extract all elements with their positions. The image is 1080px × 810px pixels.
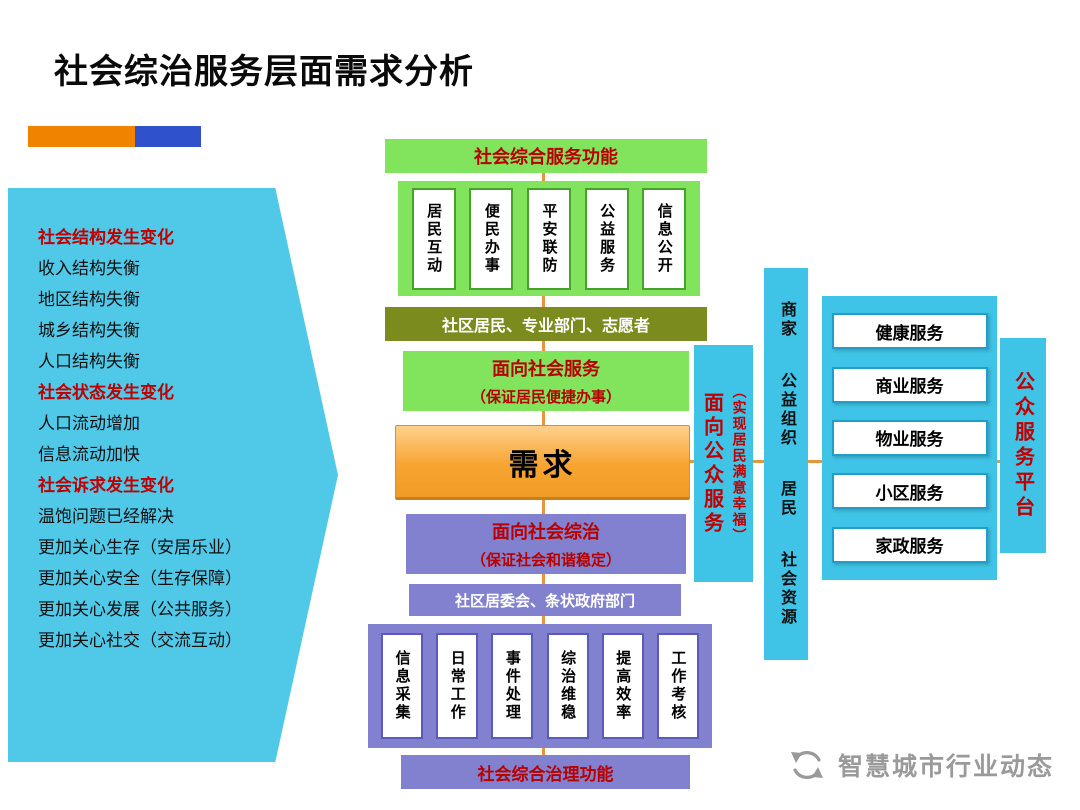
cause-item: 地区结构失衡: [38, 290, 140, 309]
governance-function-box: 信息采集: [381, 633, 424, 739]
watermark: 智慧城市行业动态: [786, 744, 1054, 786]
cause-item: 温饱问题已经解决: [38, 507, 174, 526]
public-service-strip: 面向公众服务 （实现居民满意幸福）: [694, 345, 753, 582]
public-service-box: 健康服务: [831, 313, 988, 350]
governance-function-header: 社会综合治理功能: [401, 755, 690, 789]
cause-item: 更加关心社交（交流互动）: [38, 631, 242, 650]
cause-item: 城乡结构失衡: [38, 321, 140, 340]
cause-item: 更加关心发展（公共服务）: [38, 600, 242, 619]
page-title: 社会综治服务层面需求分析: [54, 53, 474, 91]
governance-function-box: 事件处理: [491, 633, 534, 739]
service-function-box: 居民互动: [411, 187, 456, 290]
participants-strip: 商家 公益组织 居民 社会资源: [764, 268, 808, 660]
participant-label: 商家: [778, 300, 795, 339]
governance-function-box: 工作考核: [656, 633, 699, 739]
governance-box: 面向社会综治 （保证社会和谐稳定）: [406, 514, 686, 574]
public-service-box: 家政服务: [831, 526, 988, 563]
service-function-box: 平安联防: [526, 187, 571, 290]
cause-item: 更加关心安全（生存保障）: [38, 569, 242, 588]
service-functions-group: 居民互动 便民办事 平安联防 公益服务 信息公开: [398, 181, 700, 296]
governance-actors-label: 社区居委会、条状政府部门: [454, 592, 635, 610]
social-service-box: 面向社会服务 （保证居民便捷办事）: [403, 351, 689, 411]
participant-label: 社会资源: [778, 551, 795, 628]
demand-causes-arrow: 社会结构发生变化 收入结构失衡 地区结构失衡 城乡结构失衡 人口结构失衡 社会状…: [8, 188, 338, 762]
public-service-box: 小区服务: [831, 473, 988, 510]
social-service-title: 面向社会服务: [492, 359, 600, 379]
cause-item: 人口流动增加: [38, 414, 140, 433]
cause-item: 信息流动加快: [38, 445, 140, 464]
service-function-box: 信息公开: [642, 187, 687, 290]
circular-arrows-icon: [791, 751, 823, 779]
governance-functions-group: 信息采集 日常工作 事件处理 综治维稳 提高效率 工作考核: [368, 624, 712, 748]
cause-item: 社会诉求发生变化: [38, 476, 174, 495]
public-service-title: 面向公众服务: [700, 391, 723, 536]
public-service-box: 商业服务: [831, 366, 988, 403]
governance-function-header-label: 社会综合治理功能: [477, 764, 614, 784]
service-actors-bar: 社区居民、专业部门、志愿者: [385, 307, 707, 341]
platform-strip: 公众服务平台: [1000, 338, 1046, 553]
watermark-text: 智慧城市行业动态: [838, 753, 1055, 781]
governance-title: 面向社会综治: [492, 522, 600, 542]
governance-function-box: 提高效率: [601, 633, 644, 739]
governance-subtitle: （保证社会和谐稳定）: [470, 552, 621, 569]
accent-bar-orange: [28, 126, 135, 147]
accent-bar-blue: [135, 126, 201, 147]
service-function-header: 社会综合服务功能: [385, 139, 707, 173]
participant-label: 公益组织: [778, 371, 795, 448]
governance-function-box: 日常工作: [436, 633, 479, 739]
public-service-subtitle: （实现居民满意幸福）: [731, 383, 748, 544]
participant-label: 居民: [778, 480, 795, 519]
cause-item: 更加关心生存（安居乐业）: [38, 538, 242, 557]
cause-item: 收入结构失衡: [38, 259, 140, 278]
cause-item: 人口结构失衡: [38, 352, 140, 371]
platform-label: 公众服务平台: [1011, 370, 1034, 521]
governance-function-box: 综治维稳: [546, 633, 589, 739]
social-service-subtitle: （保证居民便捷办事）: [470, 389, 621, 406]
demand-box: 需求: [395, 425, 690, 500]
service-actors-label: 社区居民、专业部门、志愿者: [441, 318, 650, 335]
governance-actors-bar: 社区居委会、条状政府部门: [409, 584, 681, 616]
service-function-box: 便民办事: [469, 187, 514, 290]
demand-causes-list: 社会结构发生变化 收入结构失衡 地区结构失衡 城乡结构失衡 人口结构失衡 社会状…: [38, 222, 242, 656]
cause-item: 社会状态发生变化: [38, 383, 174, 402]
public-services-group: 健康服务 商业服务 物业服务 小区服务 家政服务: [822, 296, 997, 580]
service-function-header-label: 社会综合服务功能: [474, 147, 618, 167]
public-service-box: 物业服务: [831, 419, 988, 456]
cause-item: 社会结构发生变化: [38, 228, 174, 247]
service-function-box: 公益服务: [584, 187, 629, 290]
